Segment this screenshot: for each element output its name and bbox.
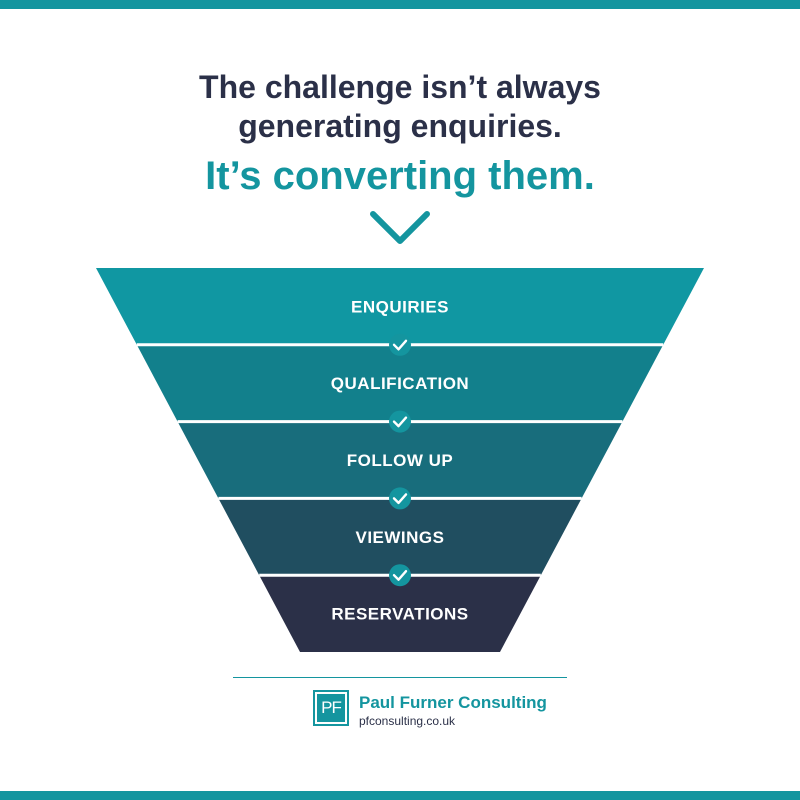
- headline-line-1: The challenge isn’t always: [199, 69, 601, 105]
- check-circle-icon: [389, 410, 411, 433]
- funnel-stage-label: QUALIFICATION: [331, 374, 469, 393]
- chevron-down-icon: [370, 211, 430, 244]
- headline-line-2: generating enquiries.: [238, 108, 562, 144]
- company-url: pfconsulting.co.uk: [359, 714, 456, 728]
- headline-emphasis: It’s converting them.: [205, 154, 595, 198]
- company-logo: PF: [313, 690, 349, 726]
- funnel-stage-follow-up: [177, 421, 623, 499]
- check-circle-icon: [389, 487, 411, 510]
- company-name: Paul Furner Consulting: [359, 693, 547, 712]
- bottom-accent-bar: [0, 791, 800, 800]
- funnel-stage-reservations: [259, 575, 541, 652]
- logo-monogram: PF: [317, 694, 345, 722]
- check-circle-icon: [389, 333, 411, 356]
- funnel-stage-label: RESERVATIONS: [331, 605, 468, 624]
- footer-divider: [233, 677, 567, 678]
- check-circle-icon: [389, 564, 411, 587]
- funnel-stage-label: ENQUIRIES: [351, 297, 449, 316]
- funnel-stage-viewings: [218, 498, 582, 576]
- funnel-stage-qualification: [136, 344, 664, 422]
- funnel-stage-label: FOLLOW UP: [347, 451, 453, 470]
- funnel-stage-label: VIEWINGS: [355, 528, 444, 547]
- top-accent-bar: [0, 0, 800, 9]
- funnel-stage-enquiries: [96, 268, 704, 345]
